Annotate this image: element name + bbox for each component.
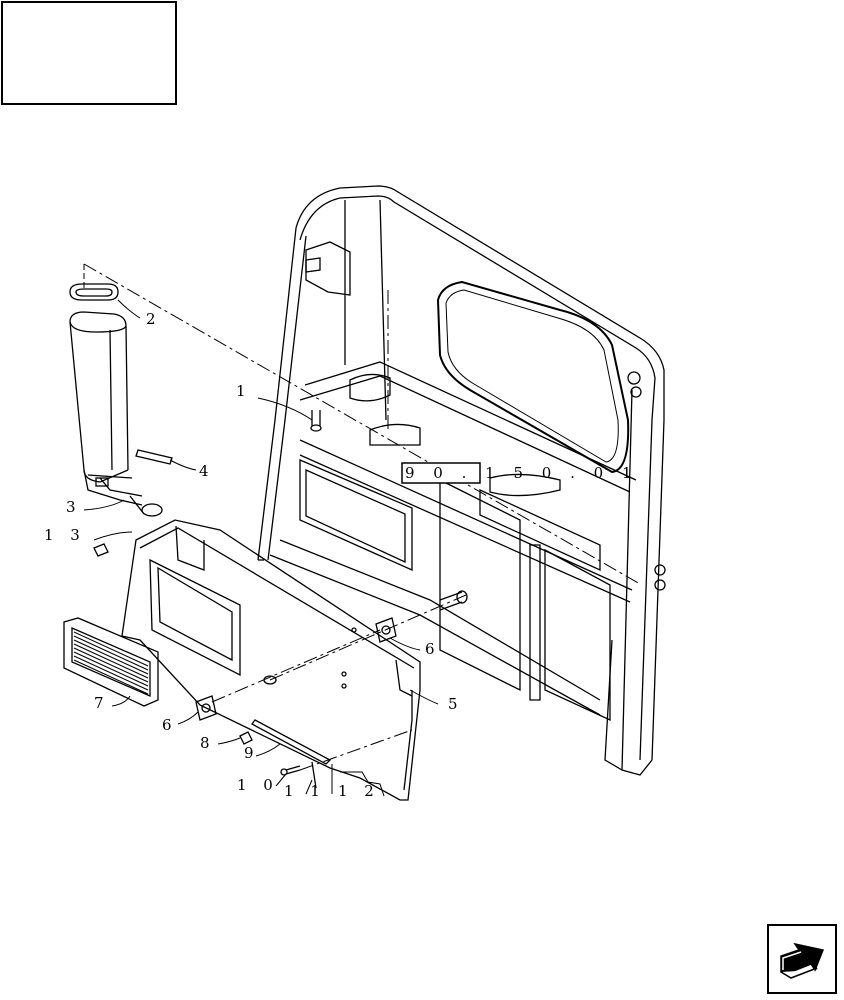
callout-1: 1: [236, 382, 252, 400]
callout-10: 1 0: [237, 776, 279, 794]
callout-12: 1 2: [338, 782, 380, 800]
fasteners: [93, 543, 332, 789]
part-7-grille: [63, 617, 159, 707]
part-4-rod: [135, 449, 173, 465]
title-block: [1, 1, 177, 105]
part-2-gasket: [69, 283, 119, 301]
reference-label: 9 0 . 1 5 0 . 0 1: [405, 464, 639, 482]
callout-6-lower: 6: [162, 716, 178, 734]
part-6-grommet: [195, 617, 397, 721]
callout-11: 1 1: [284, 782, 326, 800]
callout-4: 4: [199, 462, 215, 480]
arrow-next-icon: [780, 942, 825, 979]
callout-7: 7: [94, 694, 110, 712]
callout-3: 3: [66, 498, 82, 516]
leader-lines: [83, 263, 641, 797]
callout-5: 5: [448, 695, 464, 713]
callout-2: 2: [146, 310, 162, 328]
reference-box: [401, 462, 481, 484]
callout-8: 8: [200, 734, 216, 752]
callout-6-upper: 6: [425, 640, 441, 658]
callout-13: 1 3: [44, 526, 86, 544]
next-page-button[interactable]: [767, 924, 837, 994]
callout-9: 9: [244, 744, 260, 762]
part-3-air-duct: [69, 311, 163, 517]
part-5-trim-panel: [121, 519, 421, 801]
